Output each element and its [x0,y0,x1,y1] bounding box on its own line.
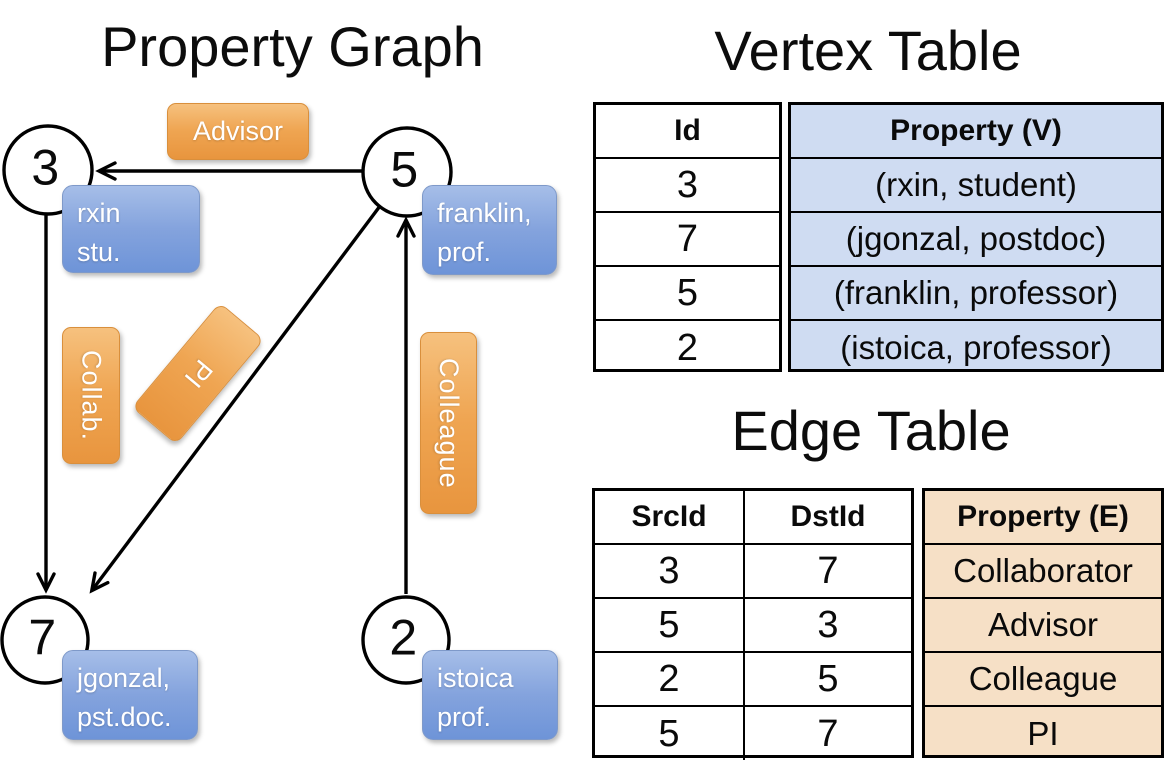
edge-table-property-cell: Colleague [925,653,1161,707]
vertex-table-title: Vertex Table [714,19,1022,82]
vertex-property-line: pst.doc. [77,702,172,733]
graph-title: Property Graph [101,15,484,78]
edge-table-dst-cell: 3 [745,599,911,653]
edge-table-src-cell: 3 [595,545,745,599]
edge-table-property-cell: Collaborator [925,545,1161,599]
node-5-id: 5 [390,141,419,198]
vertex-property-line: rxin [77,198,121,228]
edge-table-dst-cell: 7 [817,712,839,755]
vertex-property-line: stu. [77,237,121,268]
edge-table-property-header: Property (E) [925,491,1161,545]
vertex-property-line: franklin, [437,198,532,228]
vertex-table-id-column: Id 3 7 5 2 [593,102,782,372]
vertex-table-id-cell: 3 [596,159,779,213]
vertex-property-line: istoica [437,663,514,693]
edge-label-advisor: Advisor [167,103,309,160]
edge-pi-arrow [89,204,382,594]
edge-label-colleague-text: Colleague [434,357,464,489]
vertex-table-property-cell: (istoica, professor) [840,329,1112,366]
node-2-id: 2 [389,609,418,666]
vertex-table-property-column: Property (V) (rxin, student) (jgonzal, p… [788,102,1164,372]
vertex-property-box-istoica: istoica prof. [422,650,558,740]
vertex-table-property-cell: (jgonzal, postdoc) [791,213,1161,267]
edge-label-colleague: Colleague [420,332,477,514]
vertex-table-property-cell: (rxin, student) [791,159,1161,213]
edge-table-src-header: SrcId [595,491,745,545]
node-7-id: 7 [28,609,57,666]
edge-label-collab: Collab. [62,327,120,464]
edge-table-src-cell: 5 [595,599,745,653]
edge-label-collab-text: Collab. [76,349,107,442]
vertex-property-box-jgonzal: jgonzal, pst.doc. [62,650,198,740]
edge-table-dst-header: DstId [745,491,911,545]
vertex-table-property-cell: (franklin, professor) [791,267,1161,321]
edge-table-property-cell: PI [1027,715,1059,752]
vertex-table-id-header: Id [596,105,779,159]
vertex-property-line: prof. [437,237,492,268]
edge-table-id-columns: SrcId DstId 3 7 5 3 2 5 5 7 [592,488,914,760]
edge-table-dst-cell: 7 [745,545,911,599]
vertex-table-id-cell: 5 [596,267,779,321]
edge-table-src-cell: 2 [595,653,745,707]
edge-table-title: Edge Table [731,399,1011,462]
edge-table-src-cell: 5 [595,707,745,760]
vertex-property-box-franklin: franklin, prof. [422,185,557,275]
vertex-table-property-header: Property (V) [791,105,1161,159]
edge-table-property-cell: Advisor [925,599,1161,653]
vertex-property-box-rxin: rxin stu. [62,185,200,273]
vertex-table-id-cell: 7 [596,213,779,267]
edge-table-property-column: Property (E) Collaborator Advisor Collea… [922,488,1164,758]
edge-label-advisor-text: Advisor [192,116,284,146]
node-3-id: 3 [31,139,60,196]
edge-table-dst-cell: 5 [745,653,911,707]
vertex-property-line: jgonzal, [77,663,171,693]
edge-label-pi-text: PI [178,353,219,394]
vertex-table-id-cell: 2 [676,326,699,369]
vertex-property-line: prof. [437,702,492,733]
